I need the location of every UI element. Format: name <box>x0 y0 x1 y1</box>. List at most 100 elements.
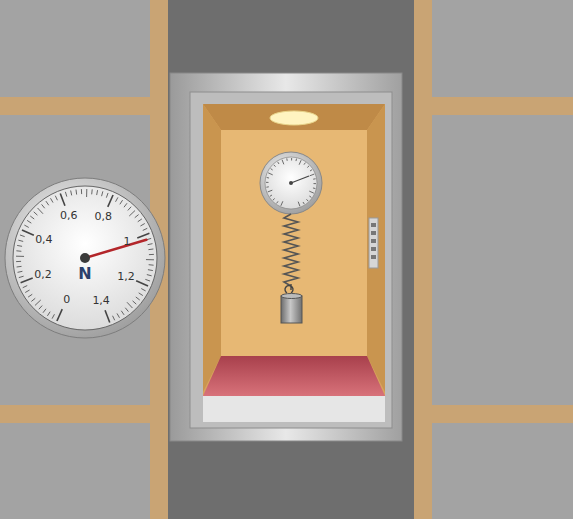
dial-tick <box>307 166 309 168</box>
dial-tick <box>51 198 54 202</box>
dial-tick <box>139 293 143 296</box>
scale-number: 0 <box>63 294 70 305</box>
dial-tick <box>268 173 273 175</box>
dial-tick <box>277 201 278 203</box>
dial-tick <box>313 187 315 189</box>
dial-tick <box>124 203 127 207</box>
dial-tick <box>310 170 312 171</box>
dial-tick <box>20 235 25 237</box>
dial-tick <box>47 312 50 316</box>
dial-tick <box>304 163 305 165</box>
dial-tick <box>149 264 154 266</box>
dial-tick <box>52 314 54 318</box>
dial-tick <box>30 216 34 219</box>
dial-tick <box>282 160 284 165</box>
dial-tick <box>102 191 103 196</box>
dial-tick <box>295 159 297 161</box>
dial-tick <box>86 189 87 197</box>
dial-tick <box>136 281 148 286</box>
dial-tick <box>129 211 135 217</box>
scale-number: 0,2 <box>34 269 52 280</box>
dial-tick <box>303 202 304 204</box>
dial-tick <box>18 271 23 272</box>
dial-tick <box>140 224 144 227</box>
dial-tick <box>106 193 108 198</box>
dial-tick <box>266 182 268 183</box>
scale-number: 0,4 <box>35 234 53 245</box>
dial-tick <box>135 215 139 218</box>
dial-tick <box>24 225 28 227</box>
dial-tick <box>16 261 21 262</box>
dial-tick <box>108 195 113 207</box>
scale-number: 0,8 <box>95 211 113 222</box>
dial-tick <box>274 165 276 167</box>
dial-tick <box>16 250 21 252</box>
dial-tick <box>147 275 152 276</box>
dial-tick <box>125 308 128 312</box>
dial-tick <box>309 196 311 197</box>
dial-tick <box>313 183 315 184</box>
dial-tick <box>18 240 23 241</box>
dial-tick <box>121 311 124 315</box>
dial-tick <box>27 220 31 223</box>
scale-number: 0,6 <box>60 210 78 221</box>
dial-tick <box>16 256 24 257</box>
dial-tick <box>75 190 77 195</box>
dial-tick <box>35 300 41 306</box>
scale-number: 1,2 <box>117 271 135 282</box>
dial-tick <box>31 298 35 301</box>
dial-tick <box>28 294 32 297</box>
dial-tick <box>133 301 137 304</box>
dial-tick <box>310 174 315 176</box>
dial-tick <box>71 191 72 196</box>
dial-tick <box>55 196 57 201</box>
dial-tick <box>145 279 150 281</box>
dial-tick <box>291 158 292 160</box>
dial-tick <box>65 192 66 197</box>
dial-tick <box>268 190 273 192</box>
dial-tick <box>117 313 120 317</box>
dial-tick <box>138 219 142 222</box>
dial-tick <box>42 204 45 208</box>
dial-tick <box>96 190 98 195</box>
dial-tick <box>299 160 301 165</box>
dial-tick <box>148 269 153 271</box>
dial-tick <box>23 286 28 288</box>
dial-tick <box>137 233 149 238</box>
dial-tick <box>281 201 283 206</box>
dial-tick <box>19 276 24 277</box>
scale-number: 1,4 <box>92 295 110 306</box>
dial-tick <box>34 212 38 215</box>
dial-tick <box>270 195 272 196</box>
dial-tick <box>21 278 33 283</box>
dial-tick <box>39 306 42 310</box>
dial-tick <box>120 200 123 204</box>
dial-tick <box>127 302 133 308</box>
dial-tick <box>91 189 93 194</box>
dial-tick <box>267 177 269 179</box>
dial-tick <box>148 248 153 250</box>
dial-tick <box>17 266 22 268</box>
dial-tick <box>60 194 65 206</box>
dial-tick <box>298 202 300 207</box>
dial-tick <box>113 316 115 321</box>
dial-tick <box>25 290 29 293</box>
dial-tick <box>306 199 308 201</box>
dial-tick <box>273 198 275 200</box>
dial-tick <box>148 244 153 245</box>
dial-tick <box>266 186 268 187</box>
unit-label: N <box>78 266 91 282</box>
scale-number: 1 <box>124 236 131 247</box>
dial-tick <box>271 169 273 170</box>
dial-tick <box>17 245 22 247</box>
dial-tick <box>146 259 154 260</box>
dial-tick <box>313 178 315 179</box>
dial-tick <box>149 254 154 255</box>
dial-tick <box>136 297 140 300</box>
dial-tick <box>43 309 46 313</box>
dial-tick <box>309 191 314 193</box>
dial-tick <box>116 197 118 201</box>
dial-tick <box>57 309 62 321</box>
dial-tick <box>143 228 148 230</box>
